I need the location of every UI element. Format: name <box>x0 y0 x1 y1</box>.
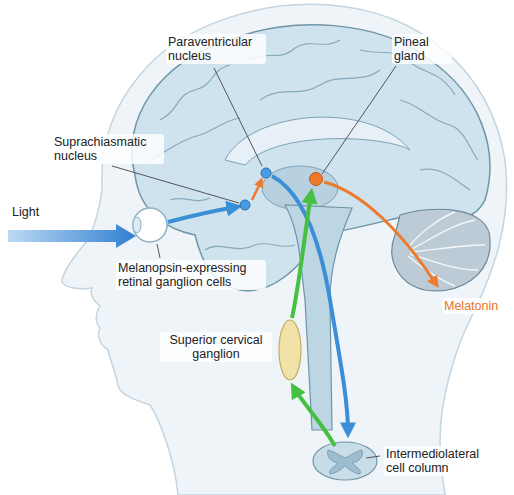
pineal-dot <box>310 173 323 186</box>
preganglionic-fibre <box>294 388 335 446</box>
eye-lens <box>133 217 141 233</box>
retinohypothalamic-tract <box>168 207 236 222</box>
descending-pathway <box>272 176 348 432</box>
structure-label: Light <box>10 204 54 220</box>
structure-label: Paraventricular nucleus <box>166 34 266 64</box>
gyrus-line <box>260 70 380 100</box>
pvn-dot <box>261 168 271 178</box>
leader-lines <box>112 66 396 458</box>
scn-dot <box>240 200 250 210</box>
folia-line <box>408 212 455 248</box>
hormone-label: Melatonin <box>442 298 508 314</box>
folia-line <box>408 256 455 286</box>
spinal-cord-section <box>313 442 377 480</box>
gyrus-line <box>160 65 230 120</box>
structure-label: Intermediolateral cell column <box>384 446 496 476</box>
head-outline <box>62 4 507 495</box>
gyrus-line <box>170 198 210 201</box>
cerebellar-folia <box>408 212 485 286</box>
leader-line <box>214 68 262 166</box>
structure-label: Melanopsin-expressing retinal ganglion c… <box>116 260 266 290</box>
structure-label: Suprachiasmatic nucleus <box>52 134 164 164</box>
leader-line <box>157 244 160 258</box>
leader-line <box>322 66 396 174</box>
light-arrow <box>8 224 136 248</box>
postganglionic-fibre <box>292 194 311 318</box>
eye <box>133 208 167 242</box>
structure-label: Superior cervical ganglion <box>160 332 272 362</box>
structure-label: Pineal gland <box>392 34 452 64</box>
leader-line <box>366 456 380 458</box>
gyrus-line <box>400 100 478 160</box>
ganglion <box>279 320 301 380</box>
gyrus-line <box>420 169 470 190</box>
leader-line <box>112 166 239 203</box>
brainstem <box>285 205 352 430</box>
cerebellum <box>392 209 490 291</box>
scn-pvn-projection <box>252 181 261 200</box>
melatonin-arrow <box>324 182 436 284</box>
grey-matter <box>328 450 363 474</box>
corpus-callosum <box>225 117 410 165</box>
folia-line <box>410 245 485 252</box>
gyrus-line <box>205 244 295 250</box>
